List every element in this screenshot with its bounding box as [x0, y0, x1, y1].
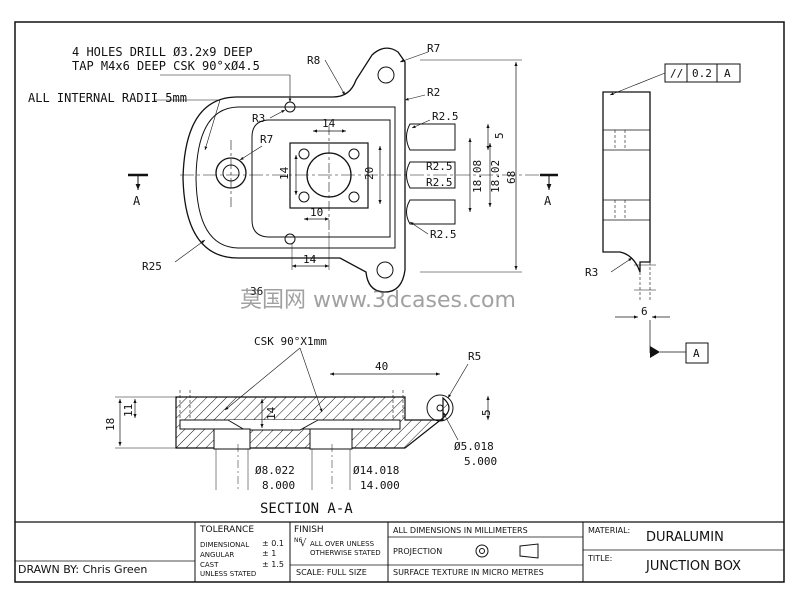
surface-note: SURFACE TEXTURE IN MICRO METRES — [393, 568, 544, 577]
sec-dia-5-018: Ø5.018 — [454, 440, 494, 453]
side-view — [602, 63, 741, 364]
dim-14-top: 14 — [322, 117, 336, 130]
projection-label: PROJECTION — [393, 547, 443, 556]
section-mark-right: A — [544, 194, 552, 208]
label-r7-top: R7 — [427, 42, 440, 55]
flatness-value: 0.2 — [692, 67, 712, 80]
tolerance-cast: CAST — [200, 561, 219, 569]
tolerance-angular: ANGULAR — [200, 551, 235, 559]
tolerance-angular-value: ± 1 — [262, 549, 277, 558]
flatness-symbol: // — [670, 67, 683, 80]
sec-dim-40: 40 — [375, 360, 388, 373]
dim-18-02: 18.02 — [489, 160, 502, 193]
dim-68: 68 — [505, 171, 518, 184]
label-r2-5-b: R2.5 — [426, 160, 453, 173]
title-block-grid — [15, 521, 784, 582]
dim-14-bottom: 14 — [303, 253, 317, 266]
note-holes-line1: 4 HOLES DRILL Ø3.2x9 DEEP — [72, 45, 253, 59]
tolerance-header: TOLERANCE — [200, 525, 255, 535]
finish-text-1: ALL OVER UNLESS — [310, 540, 375, 548]
sec-dim-14: 14 — [265, 406, 278, 420]
note-internal-radii: ALL INTERNAL RADII 5mm — [28, 91, 187, 105]
side-dim-6: 6 — [641, 305, 648, 318]
label-r3: R3 — [252, 112, 265, 125]
plan-inner-recess — [195, 106, 396, 249]
plan-outline — [182, 47, 406, 293]
tolerance-cast-value: ± 1.5 — [262, 560, 284, 569]
label-r25: R25 — [142, 260, 162, 273]
sec-dia-5-000: 5.000 — [464, 455, 497, 468]
sec-dia-8-000: 8.000 — [262, 479, 295, 492]
dim-18-08: 18.08 — [471, 160, 484, 193]
side-r3: R3 — [585, 266, 598, 279]
sec-dia-14-018: Ø14.018 — [353, 464, 399, 477]
tolerance-dimensional: DIMENSIONAL — [200, 541, 250, 549]
title-value: JUNCTION BOX — [646, 559, 742, 574]
note-holes-line2: TAP M4x6 DEEP CSK 90°xØ4.5 — [72, 59, 260, 73]
side-outline — [602, 91, 651, 273]
datum-label: A — [693, 347, 700, 360]
section-view — [115, 347, 490, 490]
finish-symbol-icon: √ — [300, 538, 307, 549]
dim-5: 5 — [493, 132, 506, 139]
tolerance-dimensional-value: ± 0.1 — [262, 539, 284, 548]
section-lug-hole — [436, 404, 444, 412]
material-label: MATERIAL: — [588, 526, 631, 535]
label-r8: R8 — [307, 54, 320, 67]
plan-center-pocket — [251, 119, 391, 238]
sec-dim-5: 5 — [480, 409, 493, 416]
label-r2-5-d: R2.5 — [430, 228, 457, 241]
sec-dim-18: 18 — [104, 418, 117, 431]
section-mark-left: A — [133, 194, 141, 208]
label-r2: R2 — [427, 86, 440, 99]
drawn-by: DRAWN BY: Chris Green — [18, 563, 148, 576]
datum-box — [685, 342, 709, 364]
finish-text-2: OTHERWISE STATED — [310, 549, 381, 557]
material-value: DURALUMIN — [646, 530, 724, 545]
sec-r5: R5 — [468, 350, 481, 363]
scale: SCALE: FULL SIZE — [296, 568, 367, 577]
finish-header: FINISH — [294, 525, 324, 535]
sec-dia-14-000: 14.000 — [360, 479, 400, 492]
title-label: TITLE: — [588, 554, 613, 563]
plan-annotations: 4 HOLES DRILL Ø3.2x9 DEEP TAP M4x6 DEEP … — [28, 42, 552, 298]
label-r2-5-a: R2.5 — [432, 110, 459, 123]
drawing-border — [14, 21, 785, 583]
section-title: SECTION A-A — [260, 501, 353, 517]
tolerance-cast-2: UNLESS STATED — [200, 570, 257, 578]
watermark: 莫国网 www.3dcases.com — [240, 288, 516, 313]
dim-20: 20 — [363, 167, 376, 180]
note-csk: CSK 90°X1mm — [254, 335, 327, 348]
dimensions-note: ALL DIMENSIONS IN MILLIMETERS — [393, 526, 528, 535]
flatness-datum-ref: A — [724, 67, 731, 80]
section-annotations: CSK 90°X1mm 40 R5 5 18 11 14 Ø5.018 5.00… — [104, 335, 497, 517]
dim-10: 10 — [310, 206, 323, 219]
finish-mark: N6 — [294, 537, 303, 544]
label-r2-5-c: R2.5 — [426, 176, 453, 189]
label-r7: R7 — [260, 133, 273, 146]
plan-lug-hole-bottom — [376, 261, 394, 279]
plan-lug-hole-top — [377, 66, 395, 84]
sec-dia-8-022: Ø8.022 — [255, 464, 295, 477]
sec-dim-11: 11 — [122, 404, 135, 417]
plan-view — [128, 47, 558, 293]
side-annotations: // 0.2 A R3 6 A — [585, 67, 731, 360]
dim-36: 36 — [250, 285, 263, 298]
dim-14-left: 14 — [278, 166, 291, 180]
